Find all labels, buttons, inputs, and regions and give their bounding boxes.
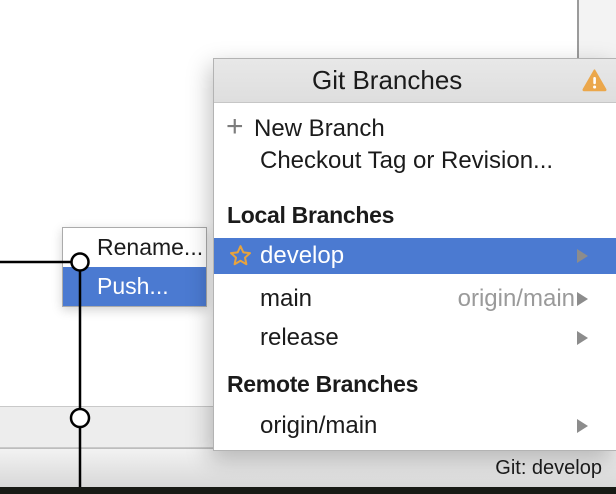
branch-label: main	[260, 285, 313, 312]
branch-label: origin/main	[260, 412, 378, 439]
branch-label: develop	[260, 242, 345, 269]
menu-item-checkout-tag[interactable]: Checkout Tag or Revision...	[214, 143, 616, 179]
git-branch-widget[interactable]: Git: develop	[495, 457, 602, 479]
branch-item-release[interactable]: release	[214, 320, 616, 356]
submenu-arrow-icon	[577, 249, 588, 263]
section-header-local-branches: Local Branches	[227, 202, 395, 228]
branch-item-main[interactable]: main origin/main	[214, 281, 616, 317]
log-panel-band	[0, 406, 213, 448]
popup-title: Git Branches	[312, 65, 463, 95]
branch-label: release	[260, 324, 339, 351]
status-bar: Git: develop	[0, 448, 616, 487]
menu-item-rename[interactable]: Rename...	[97, 234, 204, 260]
git-branches-popup: Git Branches + New Branch Checkout Tag o…	[213, 58, 616, 451]
submenu-arrow-icon	[577, 419, 588, 433]
plus-icon: +	[226, 110, 244, 143]
menu-item-push[interactable]: Push...	[63, 267, 206, 306]
section-header-remote-branches: Remote Branches	[227, 371, 419, 397]
branch-context-menu: Rename... Push...	[62, 227, 207, 307]
dock-bar	[0, 487, 616, 494]
submenu-arrow-icon	[577, 292, 588, 306]
menu-item-label: Checkout Tag or Revision...	[260, 147, 554, 174]
menu-item-new-branch[interactable]: + New Branch	[214, 110, 616, 147]
popup-header: Git Branches	[214, 59, 616, 103]
star-outline-icon	[230, 245, 251, 266]
warning-triangle-icon	[582, 69, 607, 92]
menu-item-label: New Branch	[254, 115, 385, 142]
editor-panel-corner	[577, 0, 616, 58]
branch-item-origin-main[interactable]: origin/main	[214, 408, 616, 444]
branch-item-develop[interactable]: develop	[214, 238, 616, 274]
submenu-arrow-icon	[577, 331, 588, 345]
tracked-branch-hint: origin/main	[457, 285, 575, 312]
